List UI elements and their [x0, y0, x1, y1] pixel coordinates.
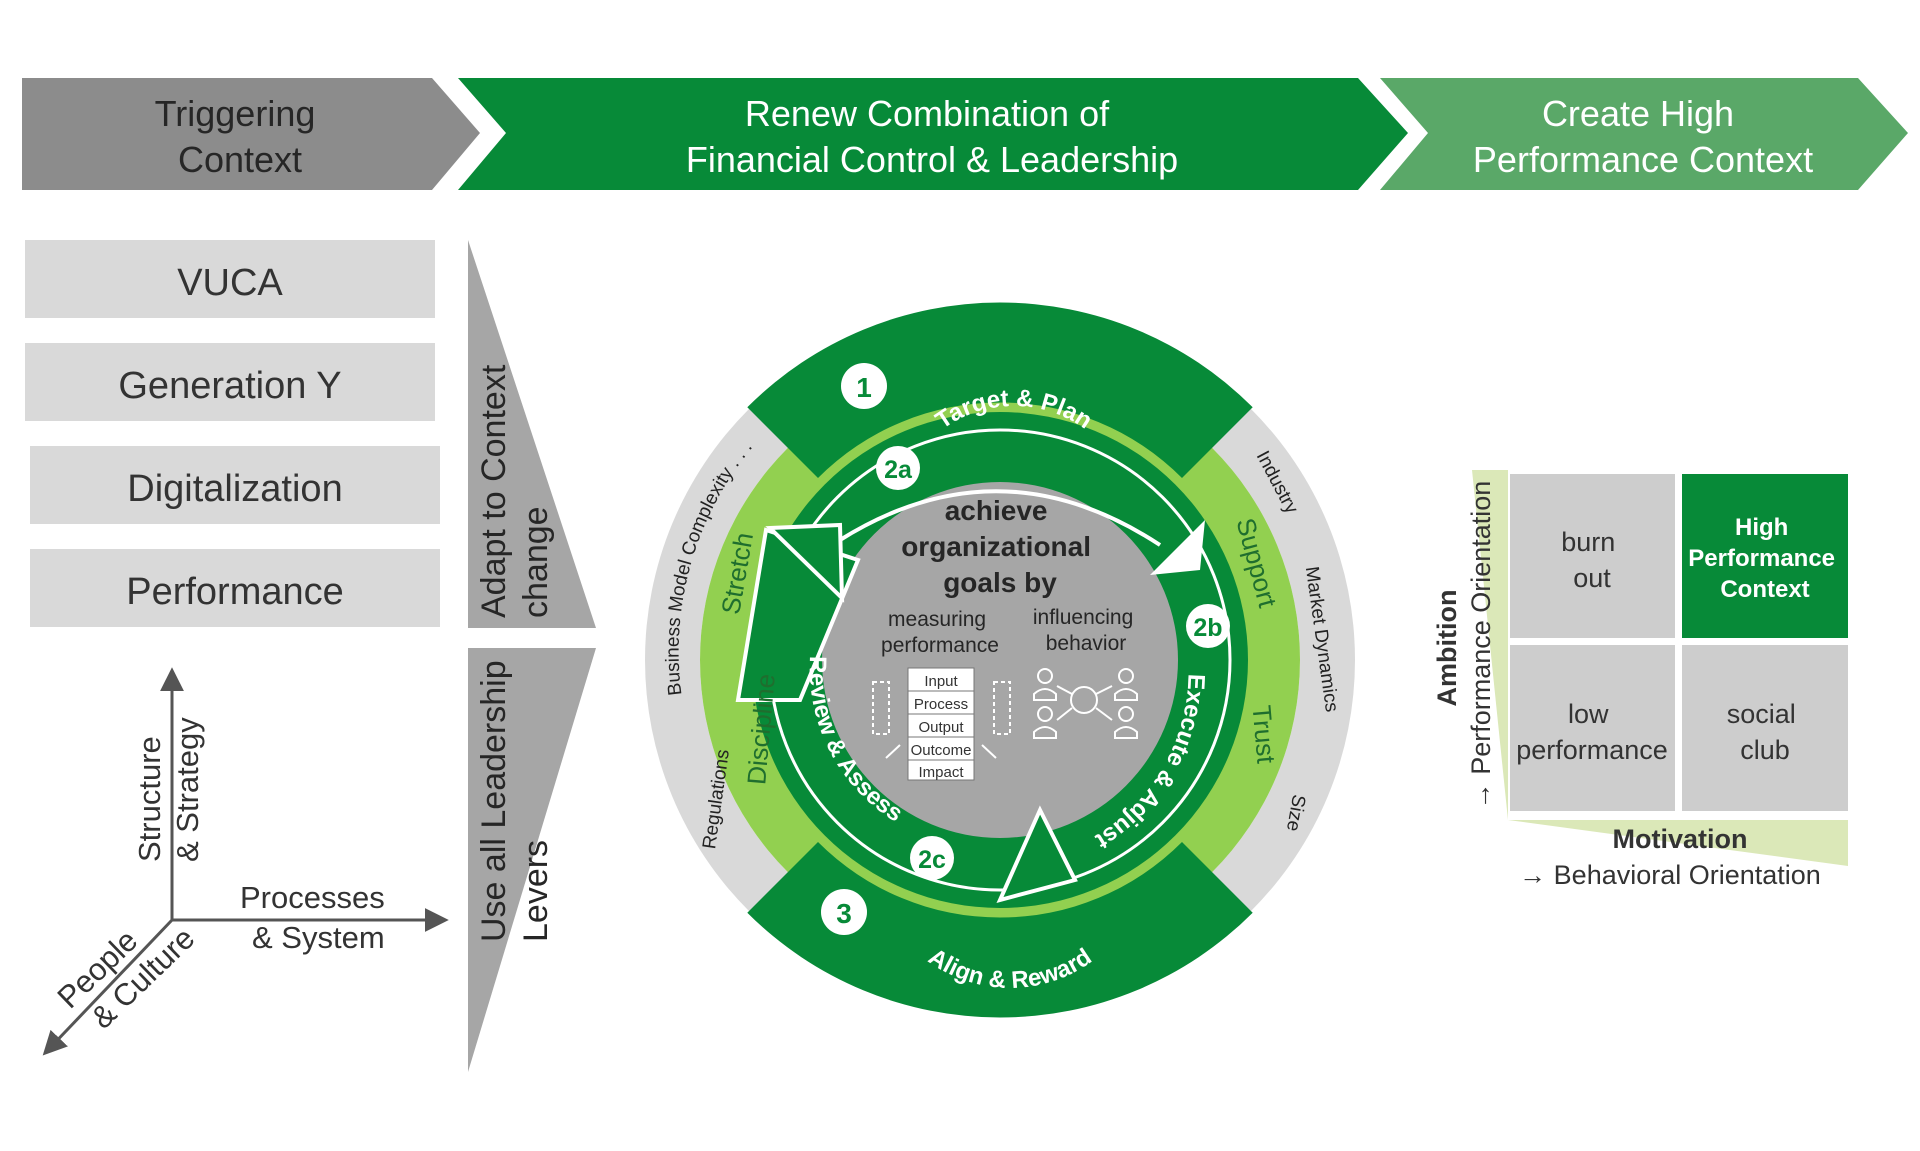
step-number: 1 [856, 372, 872, 403]
define-engage-arc [747, 302, 1253, 478]
stack-item-output: Output [918, 719, 964, 736]
motivation-label: Motivation [1613, 824, 1748, 854]
axis-up-label: Structure & Strategy [132, 717, 205, 862]
create-chevron [1380, 78, 1908, 190]
motivation-wedge-cut [1508, 820, 1848, 866]
cycle-arrowhead-bottom [996, 805, 1078, 904]
trigger-box-generation-y [25, 343, 435, 421]
step-badge-2c [910, 836, 954, 880]
quadrant-social-club [1682, 645, 1848, 811]
stack-item-input: Input [924, 673, 958, 690]
step-badge-3 [821, 889, 867, 935]
trigger-box-digitalization [30, 446, 440, 524]
trigger-box-vuca [25, 240, 435, 318]
center-goal-text: achieve organizational goals by [901, 495, 1099, 598]
define-engage-label: Define & Engage [907, 239, 1108, 296]
adapt-arrow [468, 240, 596, 628]
ambition-label: Ambition [1432, 590, 1462, 707]
adapt-label: Adapt to Context change [475, 355, 555, 618]
trigger-label: VUCA [177, 262, 283, 304]
step-number: 2a [884, 456, 913, 484]
low-performance-label: low performance [1516, 699, 1668, 765]
cycle-arrowhead-right [1150, 520, 1205, 575]
quadrant-burn-out [1510, 474, 1675, 638]
trigger-label: Generation Y [118, 365, 341, 407]
measuring-performance-text: measuring performance [881, 608, 999, 657]
stack-item-impact: Impact [918, 764, 964, 781]
measuring-stack [872, 667, 1011, 781]
step-badge-1 [841, 363, 887, 409]
levers-arrow [468, 648, 596, 1072]
step-badge-2b [1186, 604, 1230, 648]
cycle-arrowhead-left [765, 522, 845, 603]
triggering-title: Triggering Context [155, 93, 326, 180]
trigger-label: Digitalization [127, 468, 342, 510]
step-number: 2c [918, 846, 946, 874]
trigger-label: Performance [126, 571, 344, 613]
levers-label: Use all Leadership Levers [475, 651, 555, 942]
quadrant-low-performance [1510, 645, 1675, 811]
influencing-behavior-text: influencing behavior [1033, 606, 1139, 655]
trigger-box-performance [30, 549, 440, 627]
step-number: 2b [1193, 614, 1222, 642]
create-title: Create High Performance Context [1473, 93, 1813, 180]
axis-right-label: Processes & System [240, 880, 393, 955]
stack-item-process: Process [914, 696, 968, 713]
high-performance-label: High Performance Context [1688, 514, 1841, 603]
renew-chevron [458, 78, 1408, 190]
align-reward-arc [747, 842, 1253, 1018]
behavioral-orientation-label: → Behavioral Orientation [1519, 860, 1821, 890]
social-club-label: social club [1727, 699, 1804, 765]
ambition-wedge-cut [1472, 470, 1508, 820]
stack-item-outcome: Outcome [911, 742, 972, 759]
performance-orientation-label: → Performance Orientation [1466, 481, 1496, 810]
triggering-chevron [22, 78, 480, 190]
step-badge-2a [876, 446, 920, 490]
people-network-icon [1033, 668, 1138, 739]
renew-title: Renew Combination of Financial Control &… [686, 93, 1178, 180]
quadrant-high-performance [1682, 474, 1848, 638]
burn-out-label: burn out [1561, 527, 1623, 593]
trust-label: Trust [1246, 704, 1281, 765]
step-number: 3 [836, 898, 852, 929]
axis-diag [42, 918, 174, 1056]
cycle-arrow-top [838, 489, 1162, 547]
